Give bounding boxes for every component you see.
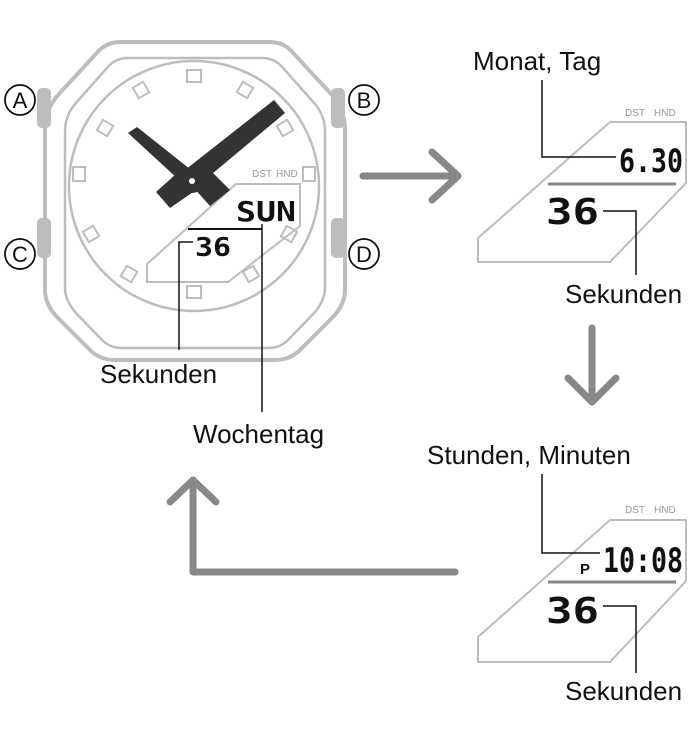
button-d-letter: D [356, 242, 372, 267]
time-dst-indicator: DST [625, 505, 645, 516]
leader-watch-seconds [178, 241, 193, 350]
side-buttons [37, 88, 345, 258]
arrow-right [359, 148, 462, 204]
button-c-letter: C [12, 242, 28, 267]
dst-indicator: DST [252, 169, 272, 180]
watch: DST HND SUN 36 [37, 40, 347, 362]
watch-hands [128, 100, 285, 208]
date-panel: DST HND 6.30 36 [477, 108, 687, 263]
label-time-seconds: Sekunden [565, 676, 682, 706]
leader-date [541, 80, 616, 158]
time-hnd-indicator: HND [654, 505, 676, 516]
button-d-knob[interactable] [331, 218, 345, 258]
arrow-back-up [166, 476, 459, 576]
hour-hand [128, 127, 200, 190]
watch-lcd-window [146, 183, 301, 283]
button-a[interactable]: A [4, 84, 36, 116]
button-a-knob[interactable] [37, 88, 51, 128]
button-c-knob[interactable] [37, 218, 51, 258]
label-watch-weekday: Wochentag [193, 419, 324, 449]
label-watch-seconds: Sekunden [100, 359, 217, 389]
button-c[interactable]: C [4, 238, 36, 270]
date-display: 6.30 [619, 142, 683, 180]
weekday-display: SUN [236, 195, 296, 228]
label-time: Stunden, Minuten [427, 440, 631, 470]
pm-indicator: P [580, 561, 590, 578]
arrow-down [564, 324, 620, 406]
button-b-letter: B [357, 88, 372, 113]
date-dst-indicator: DST [625, 108, 645, 119]
button-a-letter: A [13, 88, 28, 113]
leader-time-seconds [603, 605, 637, 673]
button-d[interactable]: D [348, 238, 380, 270]
leader-time [541, 474, 600, 554]
seconds-display: 36 [195, 233, 231, 263]
time-display: 10:08 [603, 541, 683, 581]
watch-dial [67, 59, 321, 313]
date-seconds-display: 36 [546, 192, 599, 233]
time-seconds-display: 36 [546, 591, 599, 632]
button-b-knob[interactable] [331, 88, 345, 128]
time-panel: DST HND P 10:08 36 [477, 505, 687, 663]
label-date: Monat, Tag [473, 46, 601, 76]
label-date-seconds: Sekunden [565, 279, 682, 309]
hour-markers [72, 69, 316, 299]
date-hnd-indicator: HND [654, 108, 676, 119]
watch-bezel [63, 56, 327, 350]
button-b[interactable]: B [348, 84, 380, 116]
hnd-indicator: HND [276, 169, 298, 180]
leader-date-seconds [603, 210, 637, 275]
minute-hand [185, 100, 285, 184]
